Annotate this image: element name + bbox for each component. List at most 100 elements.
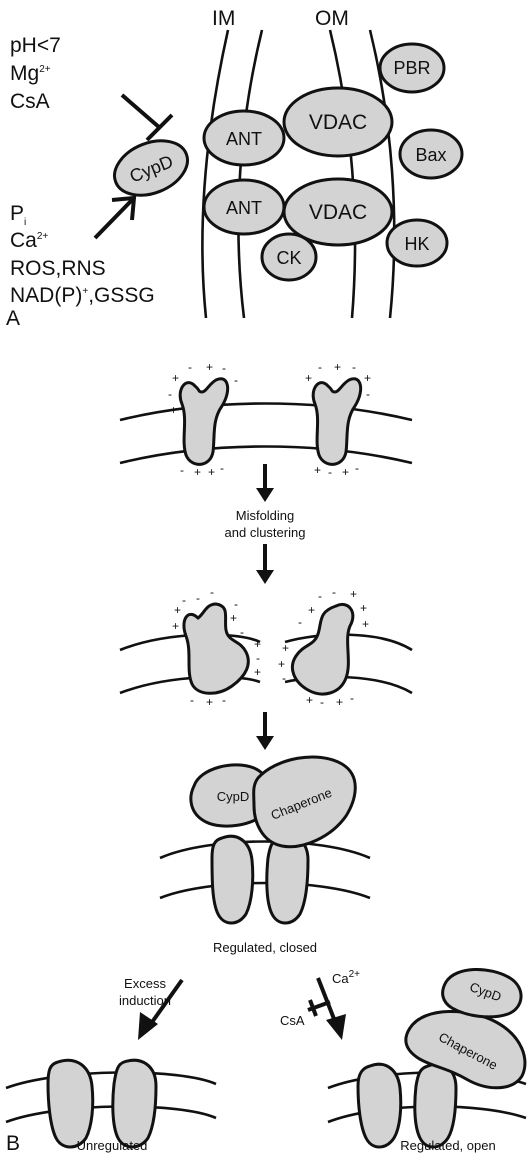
negative-charge: - (350, 691, 354, 705)
positive-charge: + (254, 637, 261, 651)
stage-misfolded: - - - + - + + - + - + - + - - - + + + - … (120, 585, 412, 709)
membrane-line (160, 883, 370, 898)
vdac-top-label: VDAC (309, 111, 367, 134)
down-arrow (256, 712, 274, 750)
down-arrow (256, 464, 274, 502)
pore-left-unregulated (48, 1060, 93, 1147)
regulated-closed-label: Regulated, closed (213, 940, 317, 955)
panel-b-label: B (6, 1132, 20, 1155)
down-arrow (256, 544, 274, 584)
positive-charge: + (305, 371, 312, 385)
positive-charge: + (360, 601, 367, 615)
negative-charge: - (328, 465, 332, 479)
positive-charge: + (170, 403, 177, 417)
negative-charge: - (196, 591, 200, 605)
positive-charge: + (350, 587, 357, 601)
om-label: OM (315, 7, 349, 30)
positive-charge: + (206, 695, 213, 709)
negative-charge: - (355, 461, 359, 475)
positive-charge: + (282, 641, 289, 655)
membrane-line (6, 1072, 216, 1088)
cypd-closed-label: CypD (217, 789, 250, 804)
inhibition-arrow (122, 95, 172, 140)
ca-label: Ca2+ (332, 969, 360, 986)
cypd-protein: CypD (106, 131, 195, 206)
misfolding-label-line2: and clustering (225, 525, 306, 540)
positive-charge: + (174, 603, 181, 617)
negative-charge: - (366, 387, 370, 401)
membrane-line (238, 30, 262, 318)
membrane-line (160, 842, 370, 859)
positive-charge: + (208, 465, 215, 479)
positive-charge: + (308, 603, 315, 617)
bax-label: Bax (415, 145, 446, 165)
negative-charge: - (282, 671, 286, 685)
positive-charge: + (194, 465, 201, 479)
pbr-protein: PBR (380, 44, 444, 92)
regulated-open-arrow (318, 978, 346, 1040)
positive-charge: + (334, 360, 341, 374)
negative-charge: - (332, 585, 336, 599)
ck-label: CK (276, 248, 301, 268)
positive-charge: + (362, 617, 369, 631)
inhibitor-ph: pH<7 (10, 34, 61, 57)
ant-top-label: ANT (226, 129, 262, 149)
negative-charge: - (352, 360, 356, 374)
hk-label: HK (404, 234, 429, 254)
ant-top-protein: ANT (204, 111, 284, 165)
panel-b: - + - + - - + - + + - - + - + + - - + - … (6, 360, 526, 1155)
positive-charge: + (278, 657, 285, 671)
negative-charge: - (318, 589, 322, 603)
negative-charge: - (364, 403, 368, 417)
activation-arrow (95, 198, 134, 238)
membrane-line (6, 1106, 216, 1122)
im-label: IM (212, 7, 235, 30)
activator-pi: Pi (10, 202, 26, 228)
positive-charge: + (172, 619, 179, 633)
stage-regulated-open: Chaperone CypD Regulated, open (328, 969, 526, 1153)
hk-protein: HK (387, 220, 447, 266)
activator-nad: NAD(P)+,GSSG (10, 284, 155, 307)
negative-charge: - (318, 360, 322, 374)
pore-left-open (358, 1064, 401, 1147)
positive-charge: + (314, 463, 321, 477)
stage-unregulated: B Unregulated (6, 1060, 216, 1155)
membrane-line (120, 447, 412, 464)
negative-charge: - (188, 360, 192, 374)
native-protein-left (180, 379, 227, 465)
pore-right-open (415, 1064, 456, 1147)
membrane-line (202, 30, 228, 318)
stage-regulated-closed: CypD Chaperone Regulated, closed (160, 757, 370, 955)
pore-right-unregulated (113, 1060, 156, 1147)
negative-charge: - (222, 361, 226, 375)
negative-charge: - (182, 593, 186, 607)
pore-left-closed (212, 836, 253, 923)
vdac-bottom-label: VDAC (309, 201, 367, 224)
misfolded-protein-left (184, 604, 248, 693)
ant-bottom-label: ANT (226, 198, 262, 218)
positive-charge: + (336, 695, 343, 709)
activator-ros: ROS,RNS (10, 257, 106, 280)
inhibitor-mg: Mg2+ (10, 62, 51, 85)
ck-protein: CK (262, 234, 316, 280)
excess-label-line1: Excess (124, 976, 166, 991)
positive-charge: + (254, 665, 261, 679)
pbr-label: PBR (393, 58, 430, 78)
bax-protein: Bax (400, 130, 462, 178)
negative-charge: - (234, 373, 238, 387)
regulated-open-label: Regulated, open (400, 1138, 495, 1153)
ant-bottom-protein: ANT (204, 180, 284, 234)
negative-charge: - (320, 695, 324, 709)
csa-label: CsA (280, 1013, 305, 1028)
negative-charge: - (240, 625, 244, 639)
negative-charge: - (256, 651, 260, 665)
stage-native: - + - + - - + - + + - - + - + + - - + - … (120, 360, 412, 479)
membrane-line (120, 404, 412, 421)
misfolding-label-line1: Misfolding (236, 508, 295, 523)
vdac-top-protein: VDAC (284, 88, 392, 156)
negative-charge: - (190, 693, 194, 707)
negative-charge: - (180, 463, 184, 477)
inhibitor-csa: CsA (10, 90, 50, 113)
negative-charge: - (222, 693, 226, 707)
negative-charge: - (210, 585, 214, 599)
